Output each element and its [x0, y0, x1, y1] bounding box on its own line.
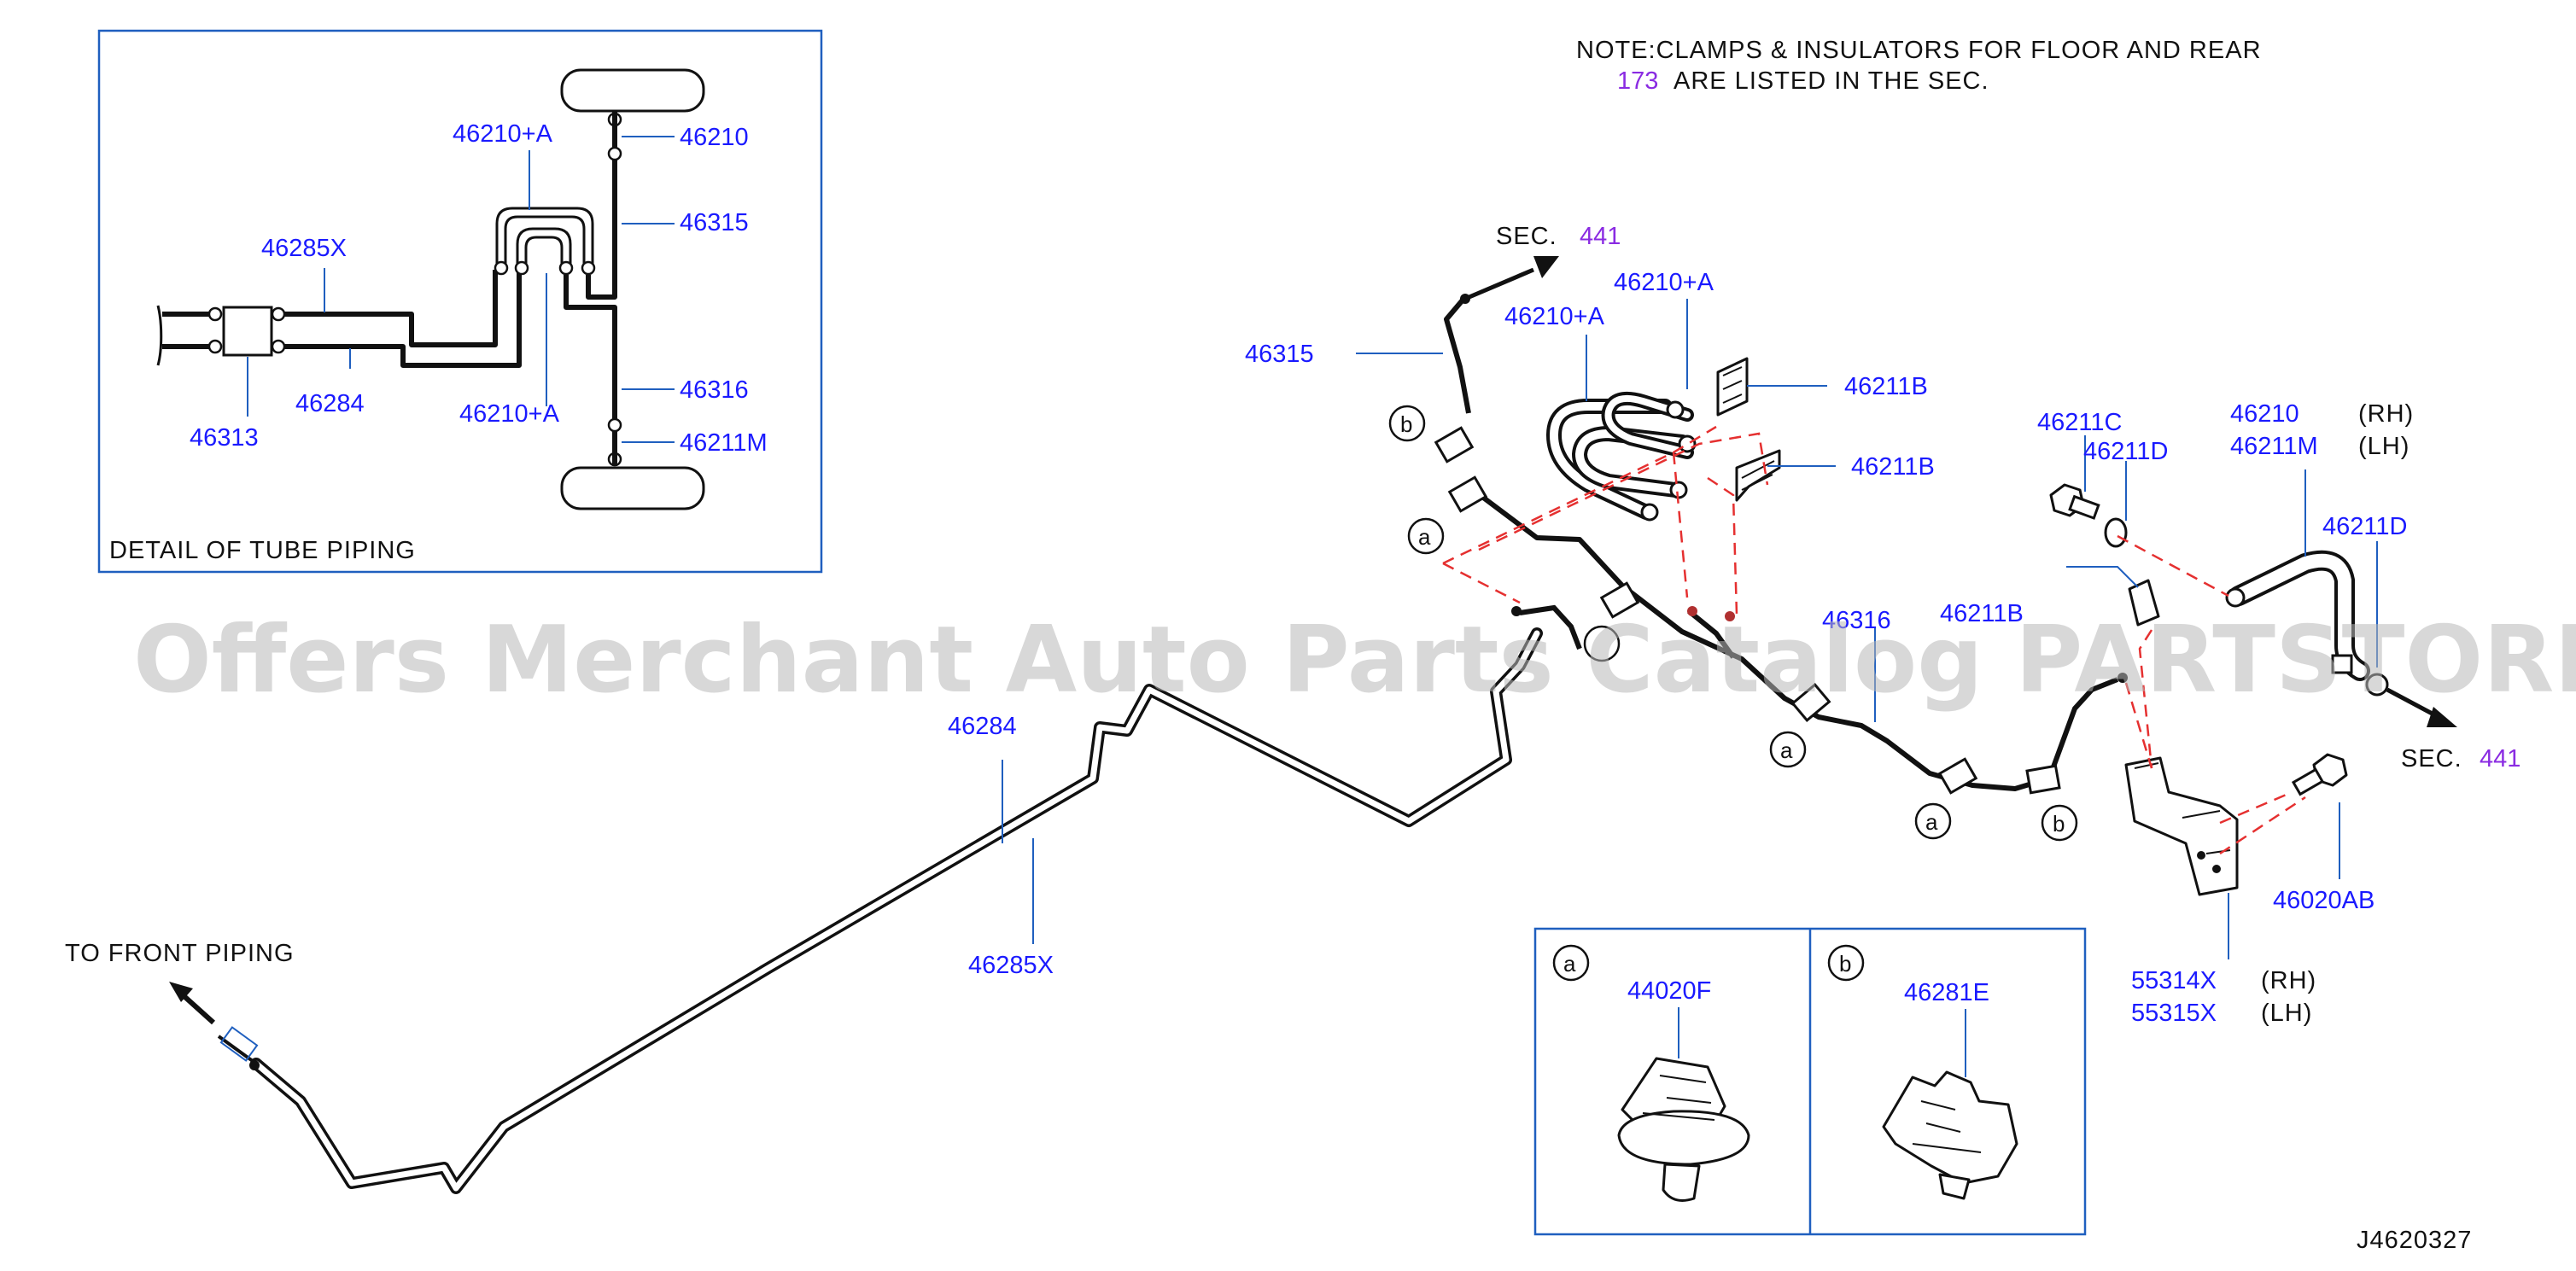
- note-line-1: NOTE:CLAMPS & INSULATORS FOR FLOOR AND R…: [1576, 37, 2262, 64]
- bolt-46020ab: [2291, 753, 2348, 796]
- label-46210: 46210: [2230, 400, 2299, 428]
- detail-label-46315: 46315: [680, 209, 749, 236]
- callout-a-3: a: [1914, 802, 1952, 840]
- label-rh: (RH): [2358, 400, 2414, 428]
- u-bend-tubes-46210a: [1545, 392, 1697, 522]
- connector-46313: [222, 306, 273, 357]
- to-front-arrow-icon: [169, 982, 193, 1002]
- callout-b-1: b: [1388, 405, 1426, 442]
- legend-key-a: a: [1563, 951, 1576, 977]
- label-46315: 46315: [1245, 341, 1314, 368]
- label-lh-bracket: (LH): [2261, 1000, 2312, 1027]
- label-46211b-a: 46211B: [1844, 373, 1928, 400]
- label-46020ab: 46020AB: [2273, 887, 2374, 914]
- label-55315x: 55315X: [2131, 1000, 2217, 1027]
- label-46211b-c: 46211B: [1940, 600, 2024, 627]
- legend-key-b: b: [1839, 951, 1851, 977]
- detail-label-46210: 46210: [680, 124, 749, 151]
- clip-46281e-drawing: [1882, 1070, 2018, 1200]
- svg-text:a: a: [1418, 524, 1431, 550]
- detail-label-46211m: 46211M: [680, 429, 768, 457]
- label-46285x: 46285X: [968, 952, 1054, 979]
- detail-label-46313: 46313: [190, 424, 259, 452]
- label-46211d-b: 46211D: [2322, 513, 2407, 540]
- detail-label-46284: 46284: [295, 390, 365, 417]
- note-block: NOTE:CLAMPS & INSULATORS FOR FLOOR AND R…: [1576, 37, 2262, 95]
- bracket-55314x-55315x: [2124, 756, 2239, 896]
- svg-text:a: a: [1925, 809, 1938, 835]
- callout-b-2: b: [2041, 804, 2078, 842]
- label-46211c: 46211C: [2037, 409, 2122, 436]
- top-wheel-outline: [560, 68, 705, 113]
- label-46210a-b: 46210+A: [1614, 269, 1714, 296]
- label-rh-bracket: (RH): [2261, 967, 2316, 994]
- label-lh: (LH): [2358, 433, 2410, 460]
- note-sec-ref: 173: [1617, 67, 1658, 95]
- diagram-id: J4620327: [2357, 1227, 2472, 1254]
- watermark-text: Offers Merchant Auto Parts Catalog PARTS…: [133, 607, 2576, 714]
- clip-legend: a b 44020F 46281E: [1533, 927, 2087, 1236]
- label-46211m: 46211M: [2230, 433, 2318, 460]
- sec-label-top: SEC.: [1496, 223, 1557, 250]
- detail-of-tube-piping: 46210+A 46210 46315 46285X 46284 46313 4…: [97, 29, 823, 574]
- to-front-piping-label: TO FRONT PIPING: [65, 940, 295, 967]
- clip-46211b-2: [1735, 449, 1781, 502]
- label-46210a-a: 46210+A: [1504, 303, 1605, 330]
- washer-46211d: [2104, 517, 2128, 548]
- detail-frame: [97, 29, 823, 574]
- detail-label-46316: 46316: [680, 376, 749, 404]
- clip-46211b-3: [2128, 579, 2160, 627]
- detail-label-46210a-bottom: 46210+A: [459, 400, 560, 428]
- callout-a-1: a: [1407, 517, 1445, 555]
- legend-part-46281e: 46281E: [1904, 979, 1989, 1006]
- note-line-2: ARE LISTED IN THE SEC.: [1674, 67, 1989, 95]
- svg-text:a: a: [1780, 738, 1793, 763]
- label-46211b-b: 46211B: [1851, 453, 1935, 481]
- sec-ref-right: 441: [2480, 745, 2521, 773]
- label-46316: 46316: [1822, 607, 1891, 634]
- bolt-46211c: [2049, 483, 2100, 520]
- detail-caption: DETAIL OF TUBE PIPING: [109, 537, 416, 564]
- bottom-wheel-outline: [560, 466, 705, 510]
- label-46211d-a: 46211D: [2083, 438, 2168, 465]
- main-brake-piping: b a a a b SEC. 441 SEC. 441 46315 46210+…: [65, 223, 2521, 1194]
- clip-44020f-drawing: [1617, 1057, 1750, 1202]
- detail-label-46210a-top: 46210+A: [453, 120, 553, 148]
- label-46284: 46284: [948, 713, 1017, 740]
- sec-ref-top: 441: [1580, 223, 1621, 250]
- sec-441-right-arrow-icon: [2427, 707, 2457, 727]
- callout-a-2: a: [1769, 731, 1807, 768]
- legend-part-44020f: 44020F: [1627, 977, 1711, 1005]
- svg-text:b: b: [2053, 811, 2065, 837]
- brake-hose-46210-46211m: [2225, 550, 2457, 727]
- detail-label-46285x: 46285X: [261, 235, 347, 262]
- callout-blank: [1583, 625, 1621, 662]
- sec-label-right: SEC.: [2401, 745, 2462, 773]
- clip-46211b-1: [1716, 357, 1749, 417]
- sec-441-top-arrow-icon: [1533, 256, 1559, 278]
- svg-text:b: b: [1400, 411, 1412, 437]
- label-55314x: 55314X: [2131, 967, 2217, 994]
